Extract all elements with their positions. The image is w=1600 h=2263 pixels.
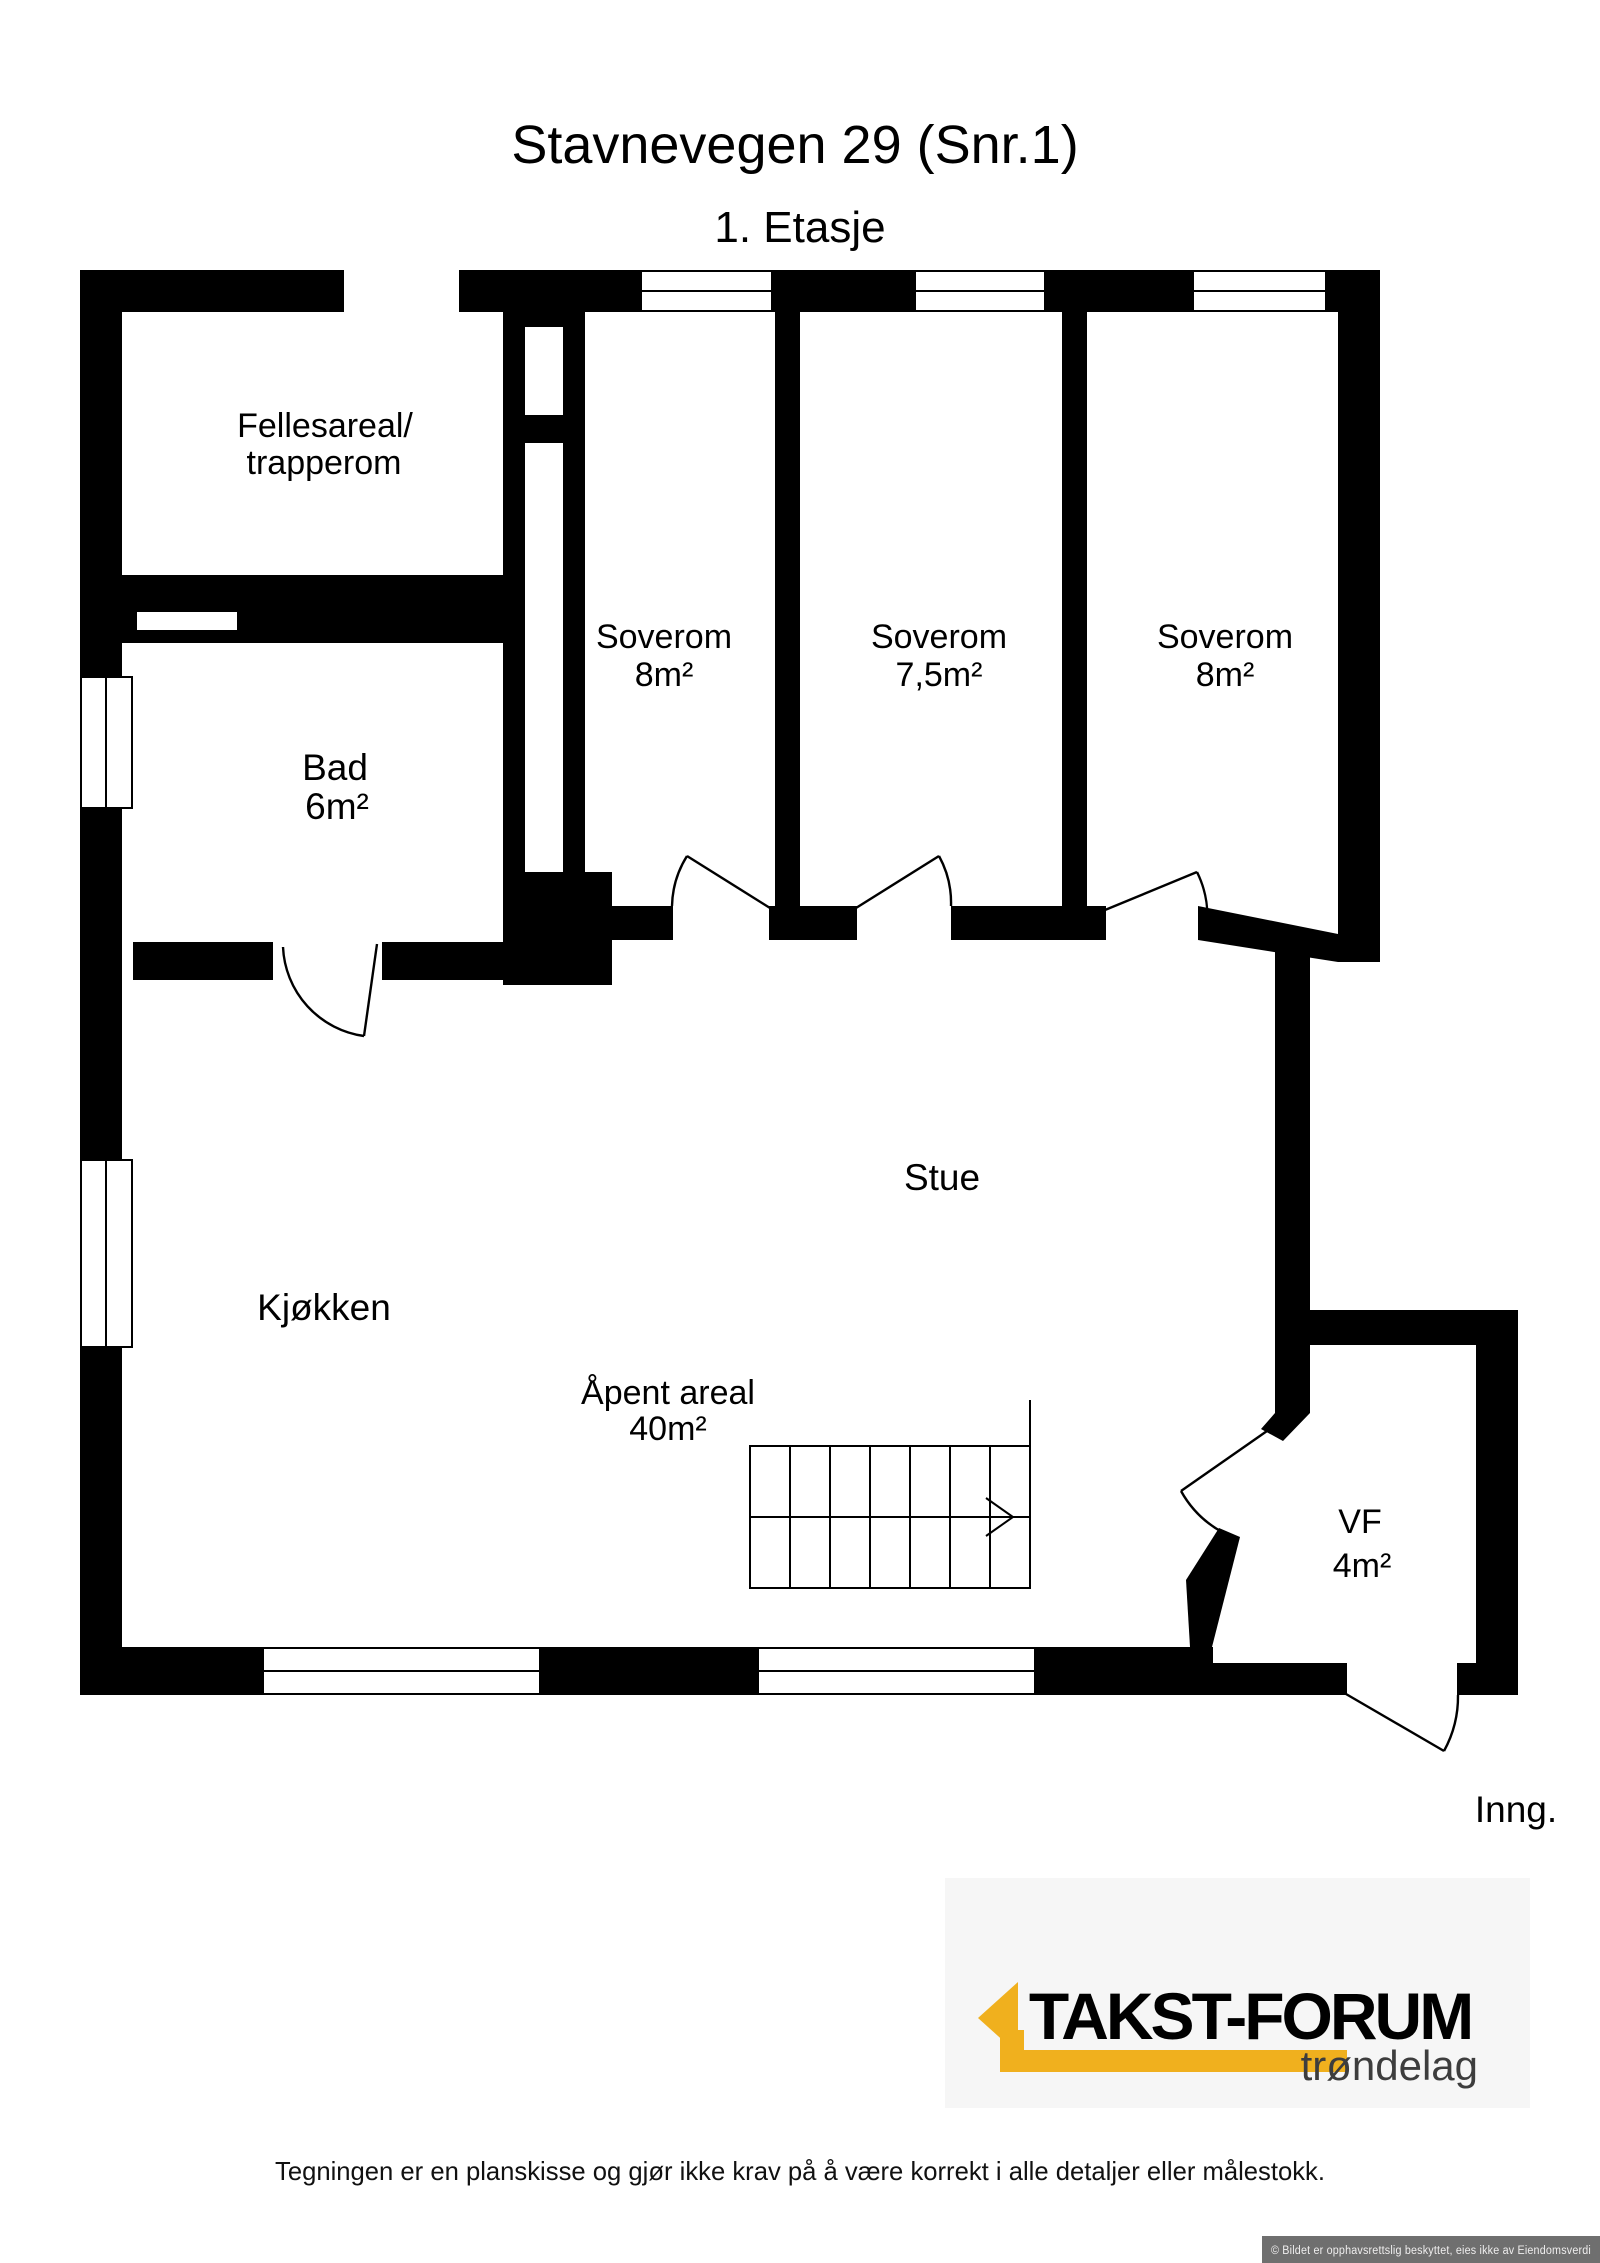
door-soverom2: [855, 854, 953, 910]
stairs-direction-arrow-icon: [754, 1497, 1015, 1537]
window-soverom3: [1192, 270, 1327, 312]
room-area-soverom3: 8m²: [1196, 656, 1255, 694]
room-label-stue: Stue: [904, 1157, 980, 1198]
door-soverom1: [670, 854, 771, 910]
stairs: [749, 1400, 1031, 1589]
takst-forum-logo: TAKST-FORUM trøndelag: [945, 1878, 1530, 2108]
room-label-soverom2: Soverom: [871, 618, 1007, 656]
room-area-soverom1: 8m²: [635, 656, 694, 694]
copyright-text: © Bildet er opphavsrettslig beskyttet, e…: [1271, 2245, 1591, 2257]
room-label-soverom3: Soverom: [1157, 618, 1293, 656]
door-stue-vf: [1179, 1430, 1268, 1534]
floor-subtitle: 1. Etasje: [714, 203, 885, 252]
logo-region-text: trøndelag: [1301, 2042, 1478, 2089]
logo-arrow-icon: [978, 1982, 1347, 2072]
room-label-fellesareal-2: trapperom: [247, 444, 402, 482]
window-bottom-left: [262, 1647, 541, 1695]
room-label-fellesareal: Fellesareal/: [237, 407, 413, 445]
walls-layer: [80, 270, 1518, 1695]
page-title: Stavnevegen 29 (Snr.1): [511, 115, 1078, 175]
door-entrance: [1345, 1692, 1460, 1753]
room-area-soverom2: 7,5m²: [896, 656, 983, 694]
window-kjokken: [80, 1159, 133, 1348]
windows-layer: [80, 270, 1327, 1695]
entrance-label: Inng.: [1475, 1789, 1557, 1830]
logo-brand-text: TAKST-FORUM: [1029, 1979, 1471, 2053]
room-label-bad: Bad: [302, 747, 368, 788]
window-soverom1: [640, 270, 773, 312]
room-label-soverom1: Soverom: [596, 618, 732, 656]
window-soverom2: [914, 270, 1046, 312]
disclaimer-text: Tegningen er en planskisse og gjør ikke …: [275, 2156, 1325, 2186]
window-bottom-right: [757, 1647, 1036, 1695]
room-area-vf: 4m²: [1333, 1547, 1392, 1585]
room-labels: Fellesareal/ trapperom Bad 6m² Soverom 8…: [237, 407, 1557, 1830]
window-bad: [80, 676, 133, 809]
room-label-vf: VF: [1338, 1503, 1381, 1541]
door-soverom3: [1104, 870, 1209, 934]
room-label-kjokken: Kjøkken: [257, 1287, 391, 1328]
room-area-bad: 6m²: [305, 786, 369, 827]
door-bad: [281, 943, 379, 1038]
room-label-apent-areal: Åpent areal: [581, 1374, 755, 1412]
room-area-apent-areal: 40m²: [629, 1410, 706, 1448]
doors-layer: [281, 854, 1460, 1753]
copyright-bar: © Bildet er opphavsrettslig beskyttet, e…: [1262, 2236, 1600, 2263]
